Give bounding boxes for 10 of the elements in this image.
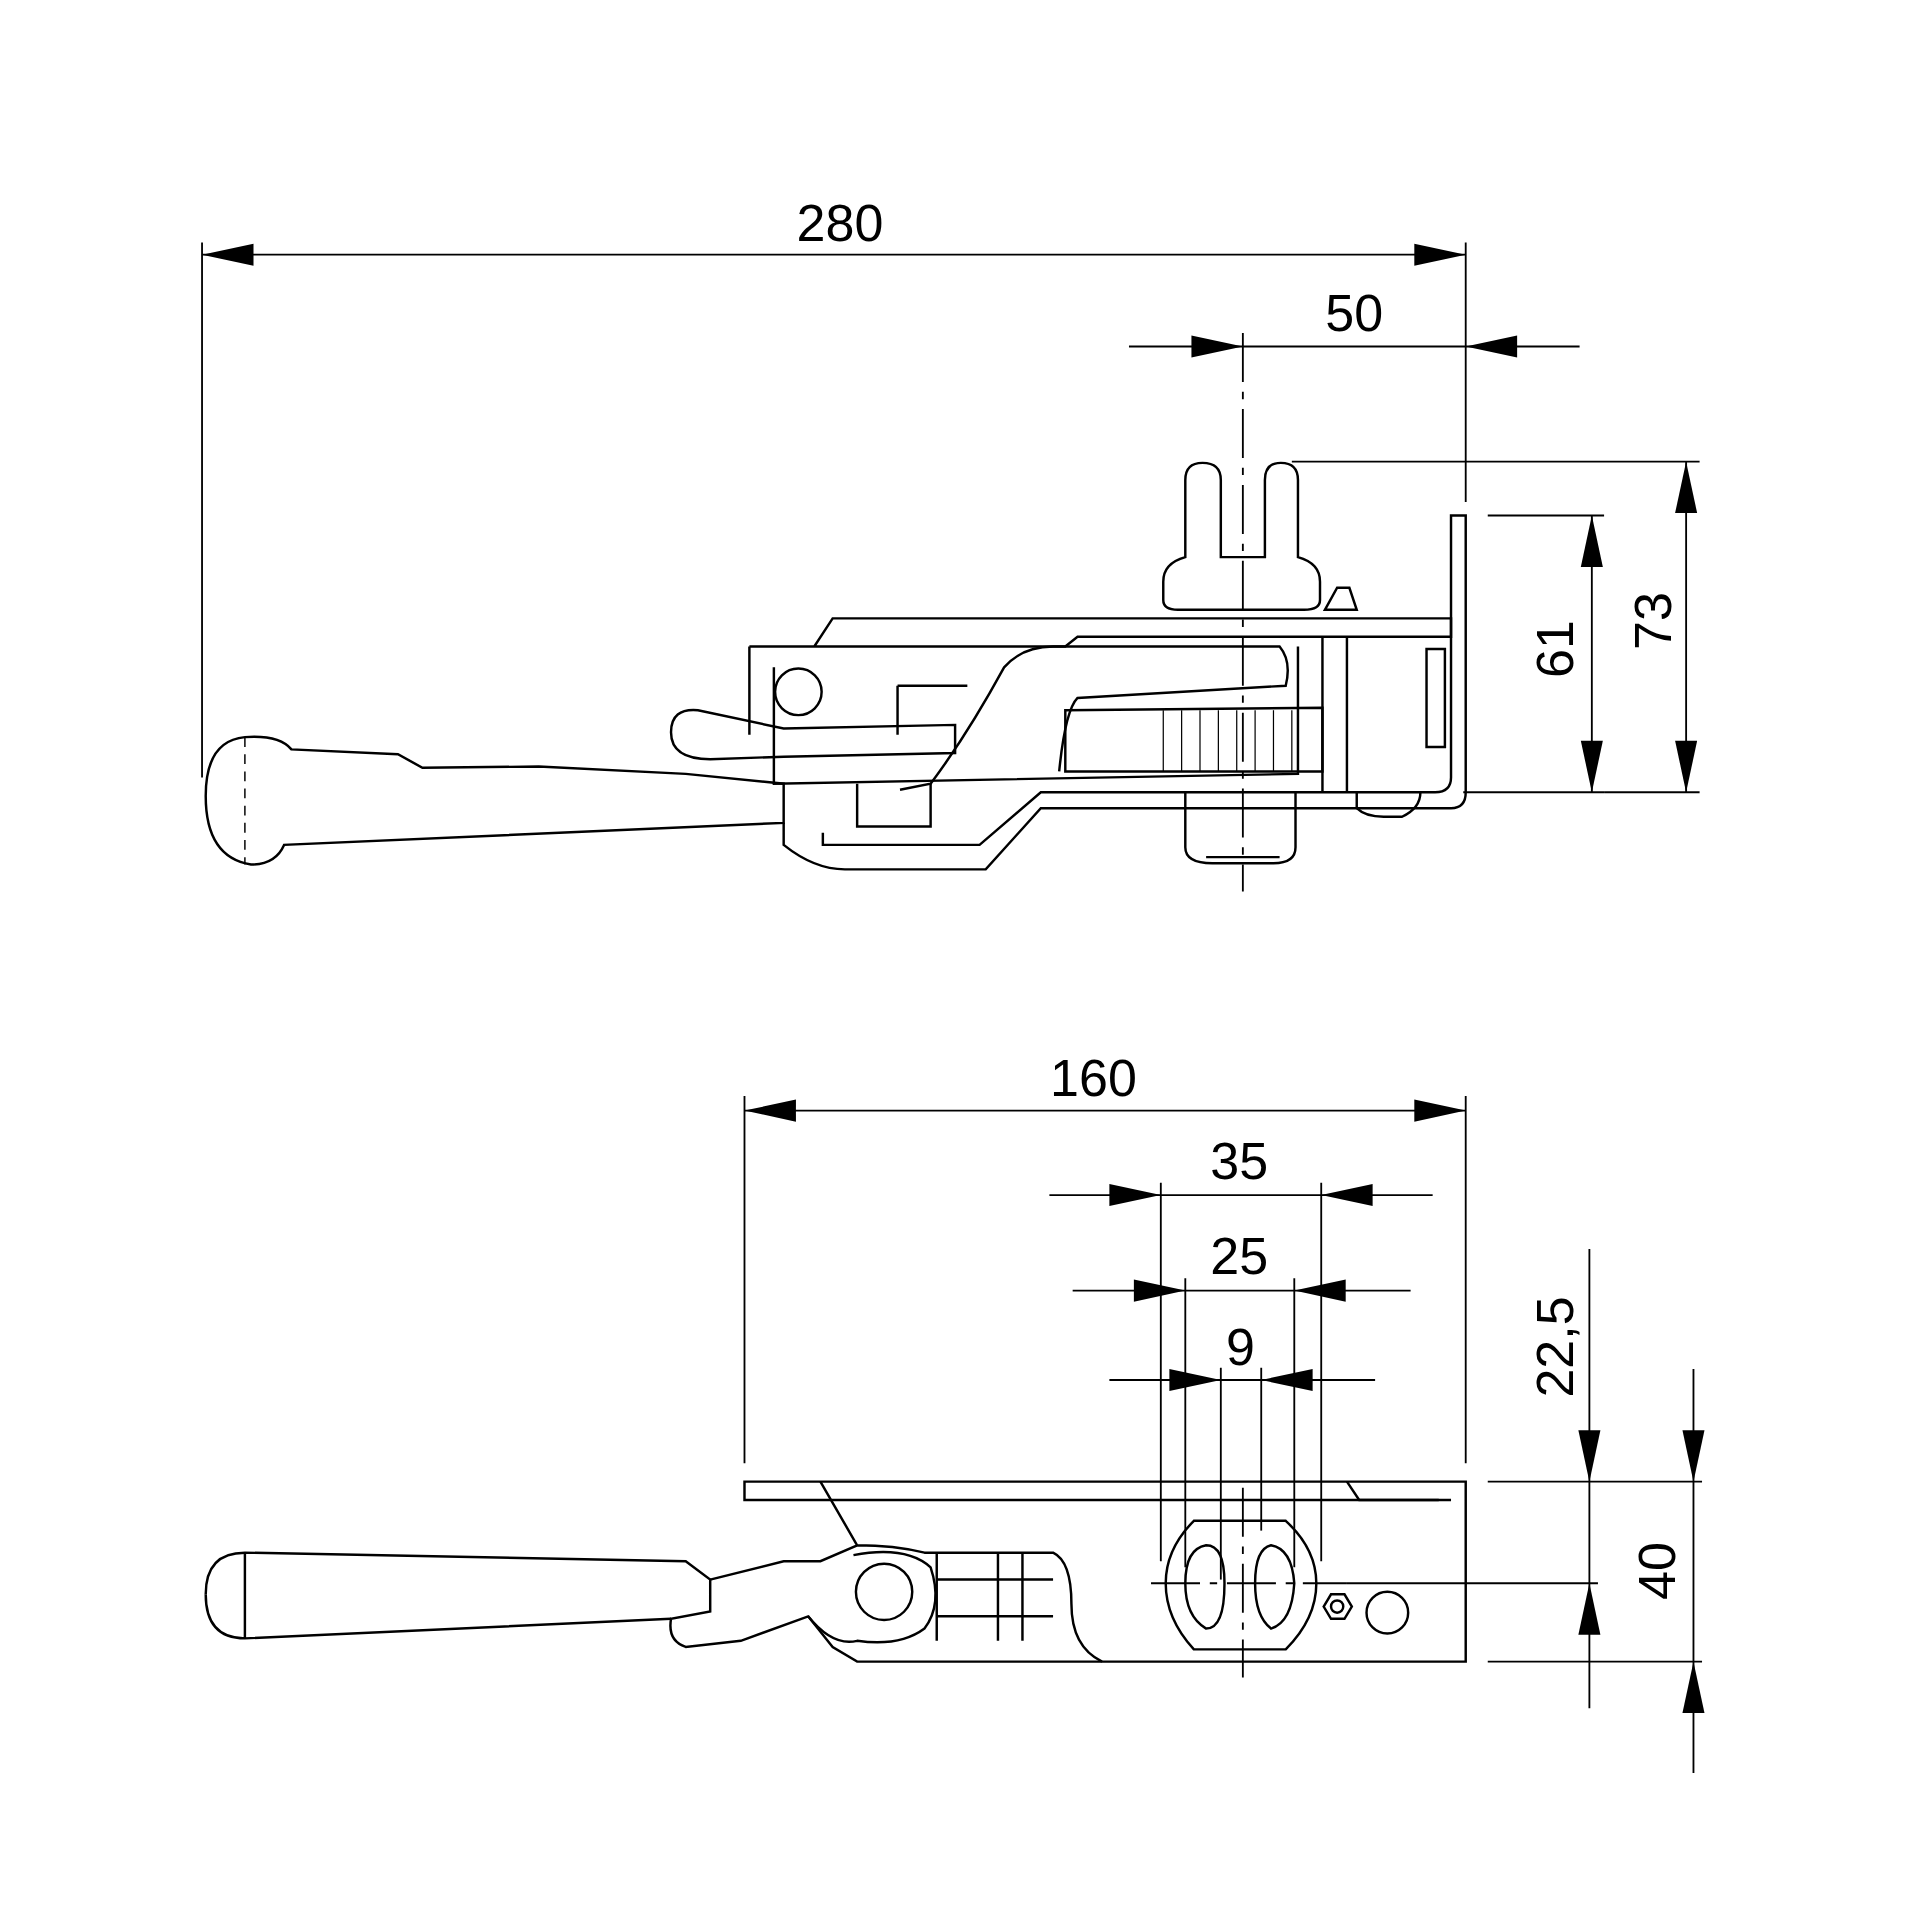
dimension-label: 160: [1050, 1051, 1137, 1104]
dimension-label: 61: [1529, 620, 1582, 678]
dimension-label: 50: [1325, 287, 1384, 340]
dimension-label: 73: [1627, 591, 1680, 650]
dimension-label: 35: [1210, 1134, 1269, 1187]
dimension-label: 40: [1630, 1542, 1683, 1600]
dimension-label: 25: [1210, 1230, 1269, 1283]
dimension-label: 280: [796, 196, 884, 249]
dimension-label: 22,5: [1529, 1296, 1582, 1398]
dimension-label: 9: [1225, 1320, 1255, 1373]
